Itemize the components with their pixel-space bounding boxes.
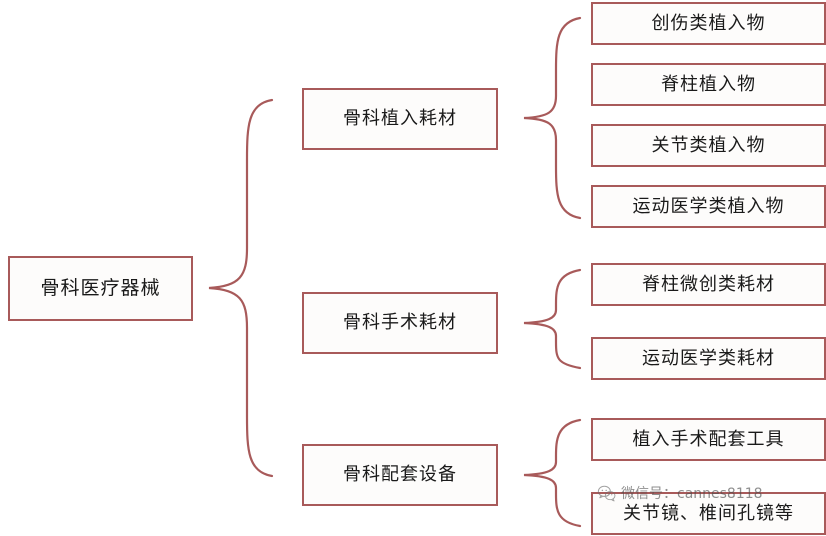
node-branch-1-label: 骨科植入耗材	[343, 108, 457, 129]
node-leaf-label: 关节类植入物	[651, 134, 766, 156]
brace-branch-2	[523, 268, 582, 370]
node-leaf-joint-implant[interactable]: 关节类植入物	[591, 124, 826, 167]
node-leaf-sports-medicine-consumable[interactable]: 运动医学类耗材	[591, 337, 826, 380]
brace-branch-1	[523, 16, 582, 220]
node-leaf-label: 创伤类植入物	[651, 12, 766, 34]
wechat-logo-icon	[597, 484, 616, 503]
node-branch-2-label: 骨科手术耗材	[343, 312, 457, 333]
node-leaf-label: 植入手术配套工具	[632, 428, 785, 450]
node-leaf-label: 脊柱植入物	[661, 73, 756, 95]
node-leaf-label: 脊柱微创类耗材	[642, 273, 775, 295]
node-root-label: 骨科医疗器械	[40, 277, 161, 299]
node-leaf-sports-medicine-implant[interactable]: 运动医学类植入物	[591, 185, 826, 228]
node-leaf-trauma-implant[interactable]: 创伤类植入物	[591, 2, 826, 45]
node-leaf-arthroscope[interactable]: 关节镜、椎间孔镜等	[591, 492, 826, 535]
node-leaf-spine-implant[interactable]: 脊柱植入物	[591, 63, 826, 106]
node-leaf-label: 关节镜、椎间孔镜等	[623, 502, 794, 524]
node-leaf-label: 运动医学类耗材	[642, 347, 775, 369]
node-branch-3[interactable]: 骨科配套设备	[302, 444, 498, 506]
node-root[interactable]: 骨科医疗器械	[8, 256, 193, 321]
node-branch-3-label: 骨科配套设备	[343, 464, 457, 485]
brace-root	[208, 98, 274, 478]
node-leaf-label: 运动医学类植入物	[632, 195, 785, 217]
node-branch-2[interactable]: 骨科手术耗材	[302, 292, 498, 354]
watermark-text: 微信号：cannes8118	[621, 486, 763, 502]
node-branch-1[interactable]: 骨科植入耗材	[302, 88, 498, 150]
brace-branch-3	[523, 418, 582, 528]
node-leaf-spine-minimally-invasive[interactable]: 脊柱微创类耗材	[591, 263, 826, 306]
node-leaf-implant-surgery-tools[interactable]: 植入手术配套工具	[591, 418, 826, 461]
watermark: 微信号：cannes8118	[597, 483, 763, 503]
